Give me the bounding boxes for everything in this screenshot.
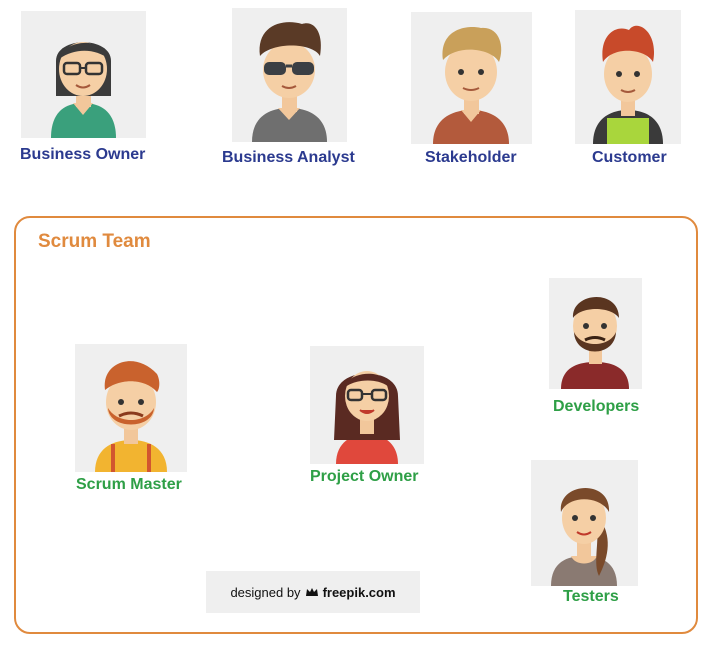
- credit-prefix: designed by: [230, 584, 301, 600]
- woman-glasses-avatar-icon: [334, 371, 400, 464]
- avatar-project-owner: [310, 346, 424, 464]
- label-customer: Customer: [592, 149, 667, 166]
- label-scrum-master: Scrum Master: [76, 476, 182, 493]
- freepik-credit: designed by freepik.com: [206, 571, 420, 613]
- label-business-owner: Business Owner: [20, 146, 146, 163]
- avatar-testers: [531, 460, 638, 586]
- avatar-developers: [549, 278, 642, 389]
- avatar-business-analyst: [232, 8, 347, 142]
- man-blond-avatar-icon: [433, 27, 509, 144]
- man-sunglasses-avatar-icon: [252, 22, 327, 142]
- woman-avatar-icon: [51, 42, 116, 138]
- label-testers: Testers: [563, 588, 619, 605]
- label-project-owner: Project Owner: [310, 468, 419, 485]
- credit-brand: freepik.com: [322, 584, 396, 600]
- label-business-analyst: Business Analyst: [222, 149, 355, 166]
- avatar-customer: [575, 10, 681, 144]
- man-redhead-avatar-icon: [593, 25, 663, 144]
- man-dark-beard-avatar-icon: [561, 296, 629, 389]
- avatar-business-owner: [21, 11, 146, 138]
- scrum-team-box: [14, 216, 698, 634]
- freepik-logo-icon: [305, 588, 318, 596]
- scrum-team-title: Scrum Team: [38, 231, 151, 252]
- man-beard-avatar-icon: [95, 361, 167, 472]
- label-developers: Developers: [553, 398, 640, 415]
- avatar-stakeholder: [411, 12, 532, 144]
- avatar-scrum-master: [75, 344, 187, 472]
- woman-ponytail-avatar-icon: [551, 487, 617, 586]
- label-stakeholder: Stakeholder: [425, 149, 517, 166]
